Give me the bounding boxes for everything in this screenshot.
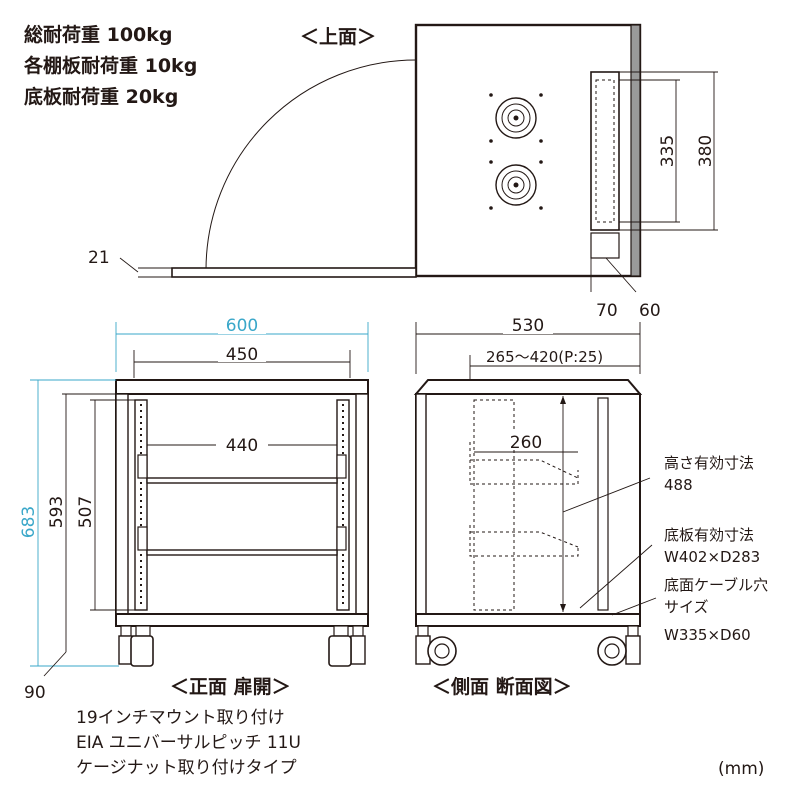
dim-507-label: 507 [76,496,96,528]
dim-380-label: 380 [696,135,716,167]
dim-260-bg [503,432,549,450]
shelf-bracket-ur [336,454,347,479]
front-cabinet-body [115,393,369,615]
front-casters [118,625,366,667]
dim-488-arrow-bottom [560,604,566,612]
dim-90-leader [43,651,67,677]
side-top-plate [413,379,643,395]
top-view-title: ＜上面＞ [300,26,376,48]
front-view-title: ＜正面 扉開＞ [170,675,291,698]
door-swing-arc [205,59,417,271]
top-view-side-panel [630,24,641,277]
front-top-plate [115,379,369,395]
front-shelf-lower [146,549,338,556]
dim-450-label: 450 [226,345,258,365]
dim-530-label: 530 [512,316,544,336]
side-shelf-lower-a [470,531,579,548]
front-left-panel [115,393,129,615]
shelf-bracket-ul [137,454,148,479]
spec-total-load: 総耐荷重 100kg [24,23,173,46]
dim-440-label: 440 [226,436,258,456]
dim-21-leader [119,257,139,273]
dim-450-bg [218,344,266,362]
fan-lower-icon [489,160,543,210]
dim-90-label: 90 [24,683,46,703]
dim-335-label: 335 [658,135,678,167]
front-bottom-plate [115,613,369,627]
cable-hole-outer [590,71,620,231]
front-view: 600 450 440 [19,316,369,703]
dim-683-label: 683 [19,506,39,538]
spec-shelf-load: 各棚板耐荷重 10kg [23,54,197,77]
unit-label: (mm) [718,759,764,779]
note-line-3: ケージナット取り付けタイプ [76,758,297,778]
shelf-bracket-lr [336,526,347,551]
callout-cable-line-2: サイズ [664,598,709,616]
fan-upper-icon [489,93,543,143]
front-right-panel [355,393,369,615]
side-rear-rail [597,397,609,611]
side-callouts: 高さ有効寸法 488 底板有効寸法 W402×D283 底面ケーブル穴 サイズ … [664,454,768,644]
note-line-2: EIA ユニバーサルピッチ 11U [76,733,301,753]
side-shelf-upper-b [469,442,579,485]
mount-notes: 19インチマウント取り付け EIA ユニバーサルピッチ 11U ケージナット取り… [76,708,301,778]
dim-530-bg [503,316,553,334]
dim-70-label: 70 [596,301,618,321]
side-shelf-upper-a [470,459,579,479]
dim-593-label: 593 [47,496,67,528]
side-bottom-plate [415,613,641,627]
callout-cable-line-1: 底面ケーブル穴 [664,576,768,594]
callout-cable-line-3: W335×D60 [664,626,751,644]
dim-488-arrow-top [560,396,566,404]
note-line-1: 19インチマウント取り付け [76,708,285,728]
side-door-panel [415,393,427,615]
left-mount-rail [134,399,148,611]
callout-bottom-leader [579,544,653,609]
side-view-title: ＜側面 断面図＞ [432,675,572,698]
front-shelf-upper [146,477,338,484]
callout-bottom-value: W402×D283 [664,548,760,566]
cable-hole-inner [595,79,615,223]
shelf-bracket-ll [137,526,148,551]
dim-265-420-label: 265～420(P:25) [486,348,603,366]
callout-height-value: 488 [664,476,693,494]
dim-260-label: 260 [510,433,542,453]
dim-21-label: 21 [88,248,110,268]
callout-bottom-label: 底板有効寸法 [664,526,754,544]
dim-60-label: 60 [639,301,661,321]
load-specs: 総耐荷重 100kg 各棚板耐荷重 10kg 底板耐荷重 20kg [23,23,197,108]
top-view: ＜上面＞ 21 [88,23,718,321]
open-door [171,267,417,278]
dim-600-bg [218,316,266,334]
callout-height-label: 高さ有効寸法 [664,454,754,472]
side-rail-hidden [473,399,515,611]
callout-cable-leader [611,597,657,616]
side-shelf-lower-b [469,525,579,557]
side-view: 530 265～420(P:25) 260 [413,316,657,698]
side-casters [415,625,641,666]
right-mount-rail [336,399,350,611]
dim-600-label: 600 [226,316,258,336]
callout-height-leader [562,477,651,513]
spec-bottom-load: 底板耐荷重 20kg [24,85,178,108]
cable-hole-flange [590,232,620,259]
dim-440-bg [216,433,268,451]
dim-60-leader [605,257,637,293]
